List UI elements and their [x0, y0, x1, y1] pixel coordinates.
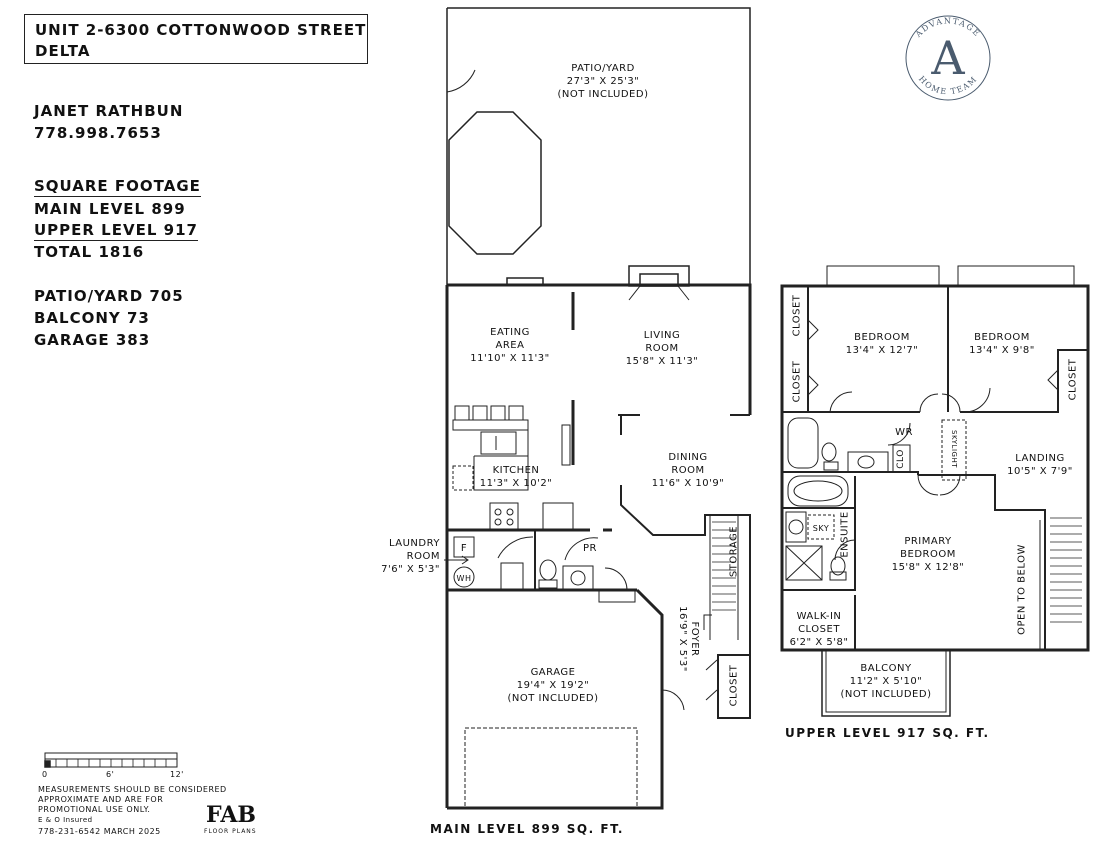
foyer-label: FOYER 16'9" X 5'3"	[677, 606, 700, 672]
disclaimer: MEASUREMENTS SHOULD BE CONSIDERED APPROX…	[38, 785, 227, 836]
fireplace-outer	[628, 265, 690, 287]
living-room-label: LIVING ROOM 15'8" X 11'3"	[625, 330, 699, 367]
total-sqft: TOTAL 1816	[34, 243, 145, 261]
eating-area-label: EATING AREA 11'10" X 11'3"	[470, 327, 550, 364]
fab-logo-sub: FLOOR PLANS	[204, 828, 257, 835]
patio-fence	[446, 7, 751, 285]
closet-a-label: CLOSET	[791, 294, 803, 337]
garage-sqft: GARAGE 383	[34, 331, 151, 349]
water-heater-label: WH	[456, 574, 472, 583]
open-to-below-label: OPEN TO BELOW	[1016, 544, 1028, 635]
patio-yard-label: PATIO/YARD 27'3" X 25'3" (NOT INCLUDED)	[557, 63, 649, 100]
main-exterior-wall-top	[447, 283, 752, 415]
upper-level-sqft: UPPER LEVEL 917	[34, 221, 198, 241]
garage-label: GARAGE 19'4" X 19'2" (NOT INCLUDED)	[507, 667, 599, 704]
garage-wall	[447, 588, 664, 810]
bedroom-2-label: BEDROOM 13'4" X 9'8"	[969, 332, 1035, 356]
closet-b-label: CLOSET	[791, 360, 803, 403]
patio-gate	[446, 69, 476, 93]
dining-room-label: DINING ROOM 11'6" X 10'9"	[651, 452, 725, 489]
main-level-caption: MAIN LEVEL 899 SQ. FT.	[430, 822, 624, 836]
freezer-label: F	[460, 543, 468, 554]
fab-logo: FAB	[206, 802, 256, 828]
powder-room-label: PR	[583, 543, 597, 554]
ensuite-label: ENSUITE	[839, 511, 851, 558]
skylight-label: SKYLIGHT	[950, 430, 958, 468]
address-line-1: UNIT 2-6300 COTTONWOOD STREET	[35, 21, 367, 39]
scale-0: 0	[42, 770, 48, 779]
agent-phone: 778.998.7653	[34, 124, 162, 142]
landing-label: LANDING 10'5" X 7'9"	[1007, 453, 1073, 477]
balcony-sqft: BALCONY 73	[34, 309, 150, 327]
laundry-room-label: LAUNDRY ROOM 7'6" X 5'3"	[381, 538, 440, 575]
fireplace-inner	[639, 273, 679, 287]
storage-label: STORAGE	[728, 525, 740, 578]
patio-octagon	[448, 111, 542, 255]
scale-12: 12'	[170, 770, 184, 779]
upper-level-caption: UPPER LEVEL 917 SQ. FT.	[785, 726, 990, 740]
patio-sqft: PATIO/YARD 705	[34, 287, 184, 305]
washroom-label: WR	[895, 427, 913, 438]
foyer-closet-label: CLOSET	[728, 664, 740, 707]
linen-closet-label: CLO	[896, 449, 906, 469]
agent-name: JANET RATHBUN	[34, 102, 184, 120]
scale-6: 6'	[106, 770, 115, 779]
balcony-label: BALCONY 11'2" X 5'10" (NOT INCLUDED)	[840, 663, 932, 700]
walk-in-closet-label: WALK-IN CLOSET 6'2" X 5'8"	[789, 611, 849, 648]
square-footage-heading: SQUARE FOOTAGE	[34, 177, 201, 197]
sky-label: SKY	[812, 524, 830, 533]
title-box: UNIT 2-6300 COTTONWOOD STREET DELTA	[24, 14, 368, 64]
bedroom-1-label: BEDROOM 13'4" X 12'7"	[845, 332, 919, 356]
closet-c-label: CLOSET	[1067, 358, 1079, 401]
kitchen-label: KITCHEN 11'3" X 10'2"	[479, 465, 553, 489]
main-level-sqft: MAIN LEVEL 899	[34, 200, 186, 218]
address-line-2: DELTA	[35, 42, 91, 60]
primary-bedroom-label: PRIMARY BEDROOM 15'8" X 12'8"	[891, 536, 965, 573]
